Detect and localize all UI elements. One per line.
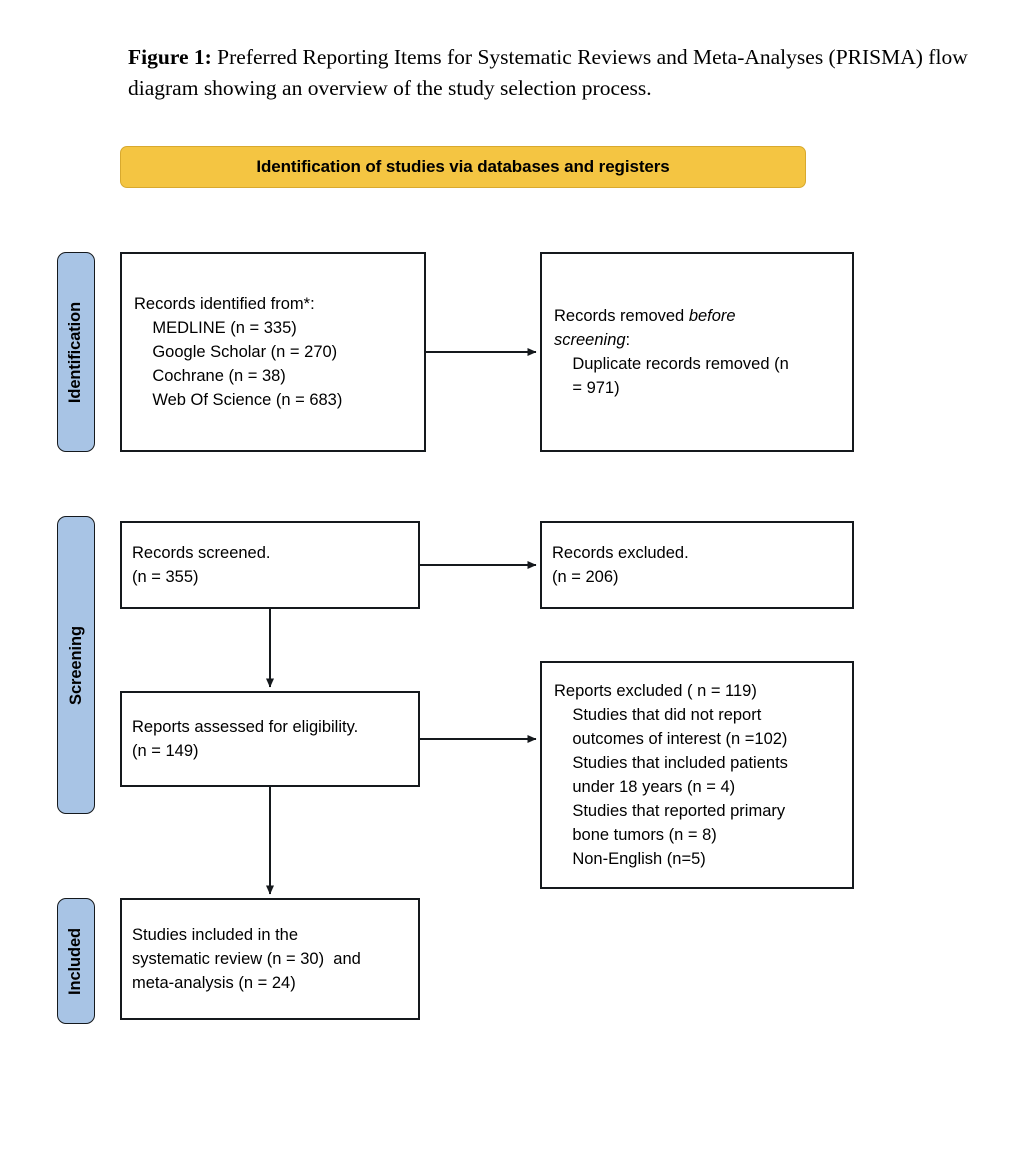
stage-label-included: Included — [57, 898, 95, 1024]
identification-banner-label: Identification of studies via databases … — [256, 157, 670, 176]
box-studies-included-text: Studies included in the systematic revie… — [132, 926, 361, 992]
box-records-removed: Records removed before screening: Duplic… — [540, 252, 854, 452]
figure-caption: Figure 1: Preferred Reporting Items for … — [128, 42, 1000, 104]
records-removed-line-b: : — [625, 331, 631, 349]
stage-label-identification-text: Identification — [66, 301, 85, 403]
box-reports-excluded-text: Reports excluded ( n = 119) Studies that… — [554, 682, 788, 868]
records-removed-italic-before: before — [688, 307, 736, 325]
box-reports-assessed-text: Reports assessed for eligibility. (n = 1… — [132, 718, 359, 760]
stage-label-identification: Identification — [57, 252, 95, 452]
box-studies-included: Studies included in the systematic revie… — [120, 898, 420, 1020]
box-records-identified: Records identified from*: MEDLINE (n = 3… — [120, 252, 426, 452]
box-records-removed-text: Records removed before screening: Duplic… — [542, 304, 852, 400]
box-records-screened: Records screened. (n = 355) — [120, 521, 420, 609]
stage-label-screening: Screening — [57, 516, 95, 814]
box-records-excluded-text: Records excluded. (n = 206) — [552, 544, 689, 586]
box-reports-excluded: Reports excluded ( n = 119) Studies that… — [540, 661, 854, 889]
box-records-screened-text: Records screened. (n = 355) — [132, 544, 271, 586]
records-removed-body: Duplicate records removed (n = 971) — [572, 355, 789, 397]
stage-label-screening-text: Screening — [66, 625, 85, 705]
identification-banner: Identification of studies via databases … — [120, 146, 806, 188]
box-reports-assessed: Reports assessed for eligibility. (n = 1… — [120, 691, 420, 787]
records-removed-line-a: Records removed — [554, 307, 689, 325]
box-records-identified-text: Records identified from*: MEDLINE (n = 3… — [134, 295, 343, 409]
figure-caption-text: Preferred Reporting Items for Systematic… — [128, 45, 968, 100]
records-removed-italic-screening: screening — [554, 331, 626, 349]
stage-label-included-text: Included — [66, 927, 85, 995]
figure-caption-label: Figure 1: — [128, 45, 212, 69]
box-records-excluded: Records excluded. (n = 206) — [540, 521, 854, 609]
